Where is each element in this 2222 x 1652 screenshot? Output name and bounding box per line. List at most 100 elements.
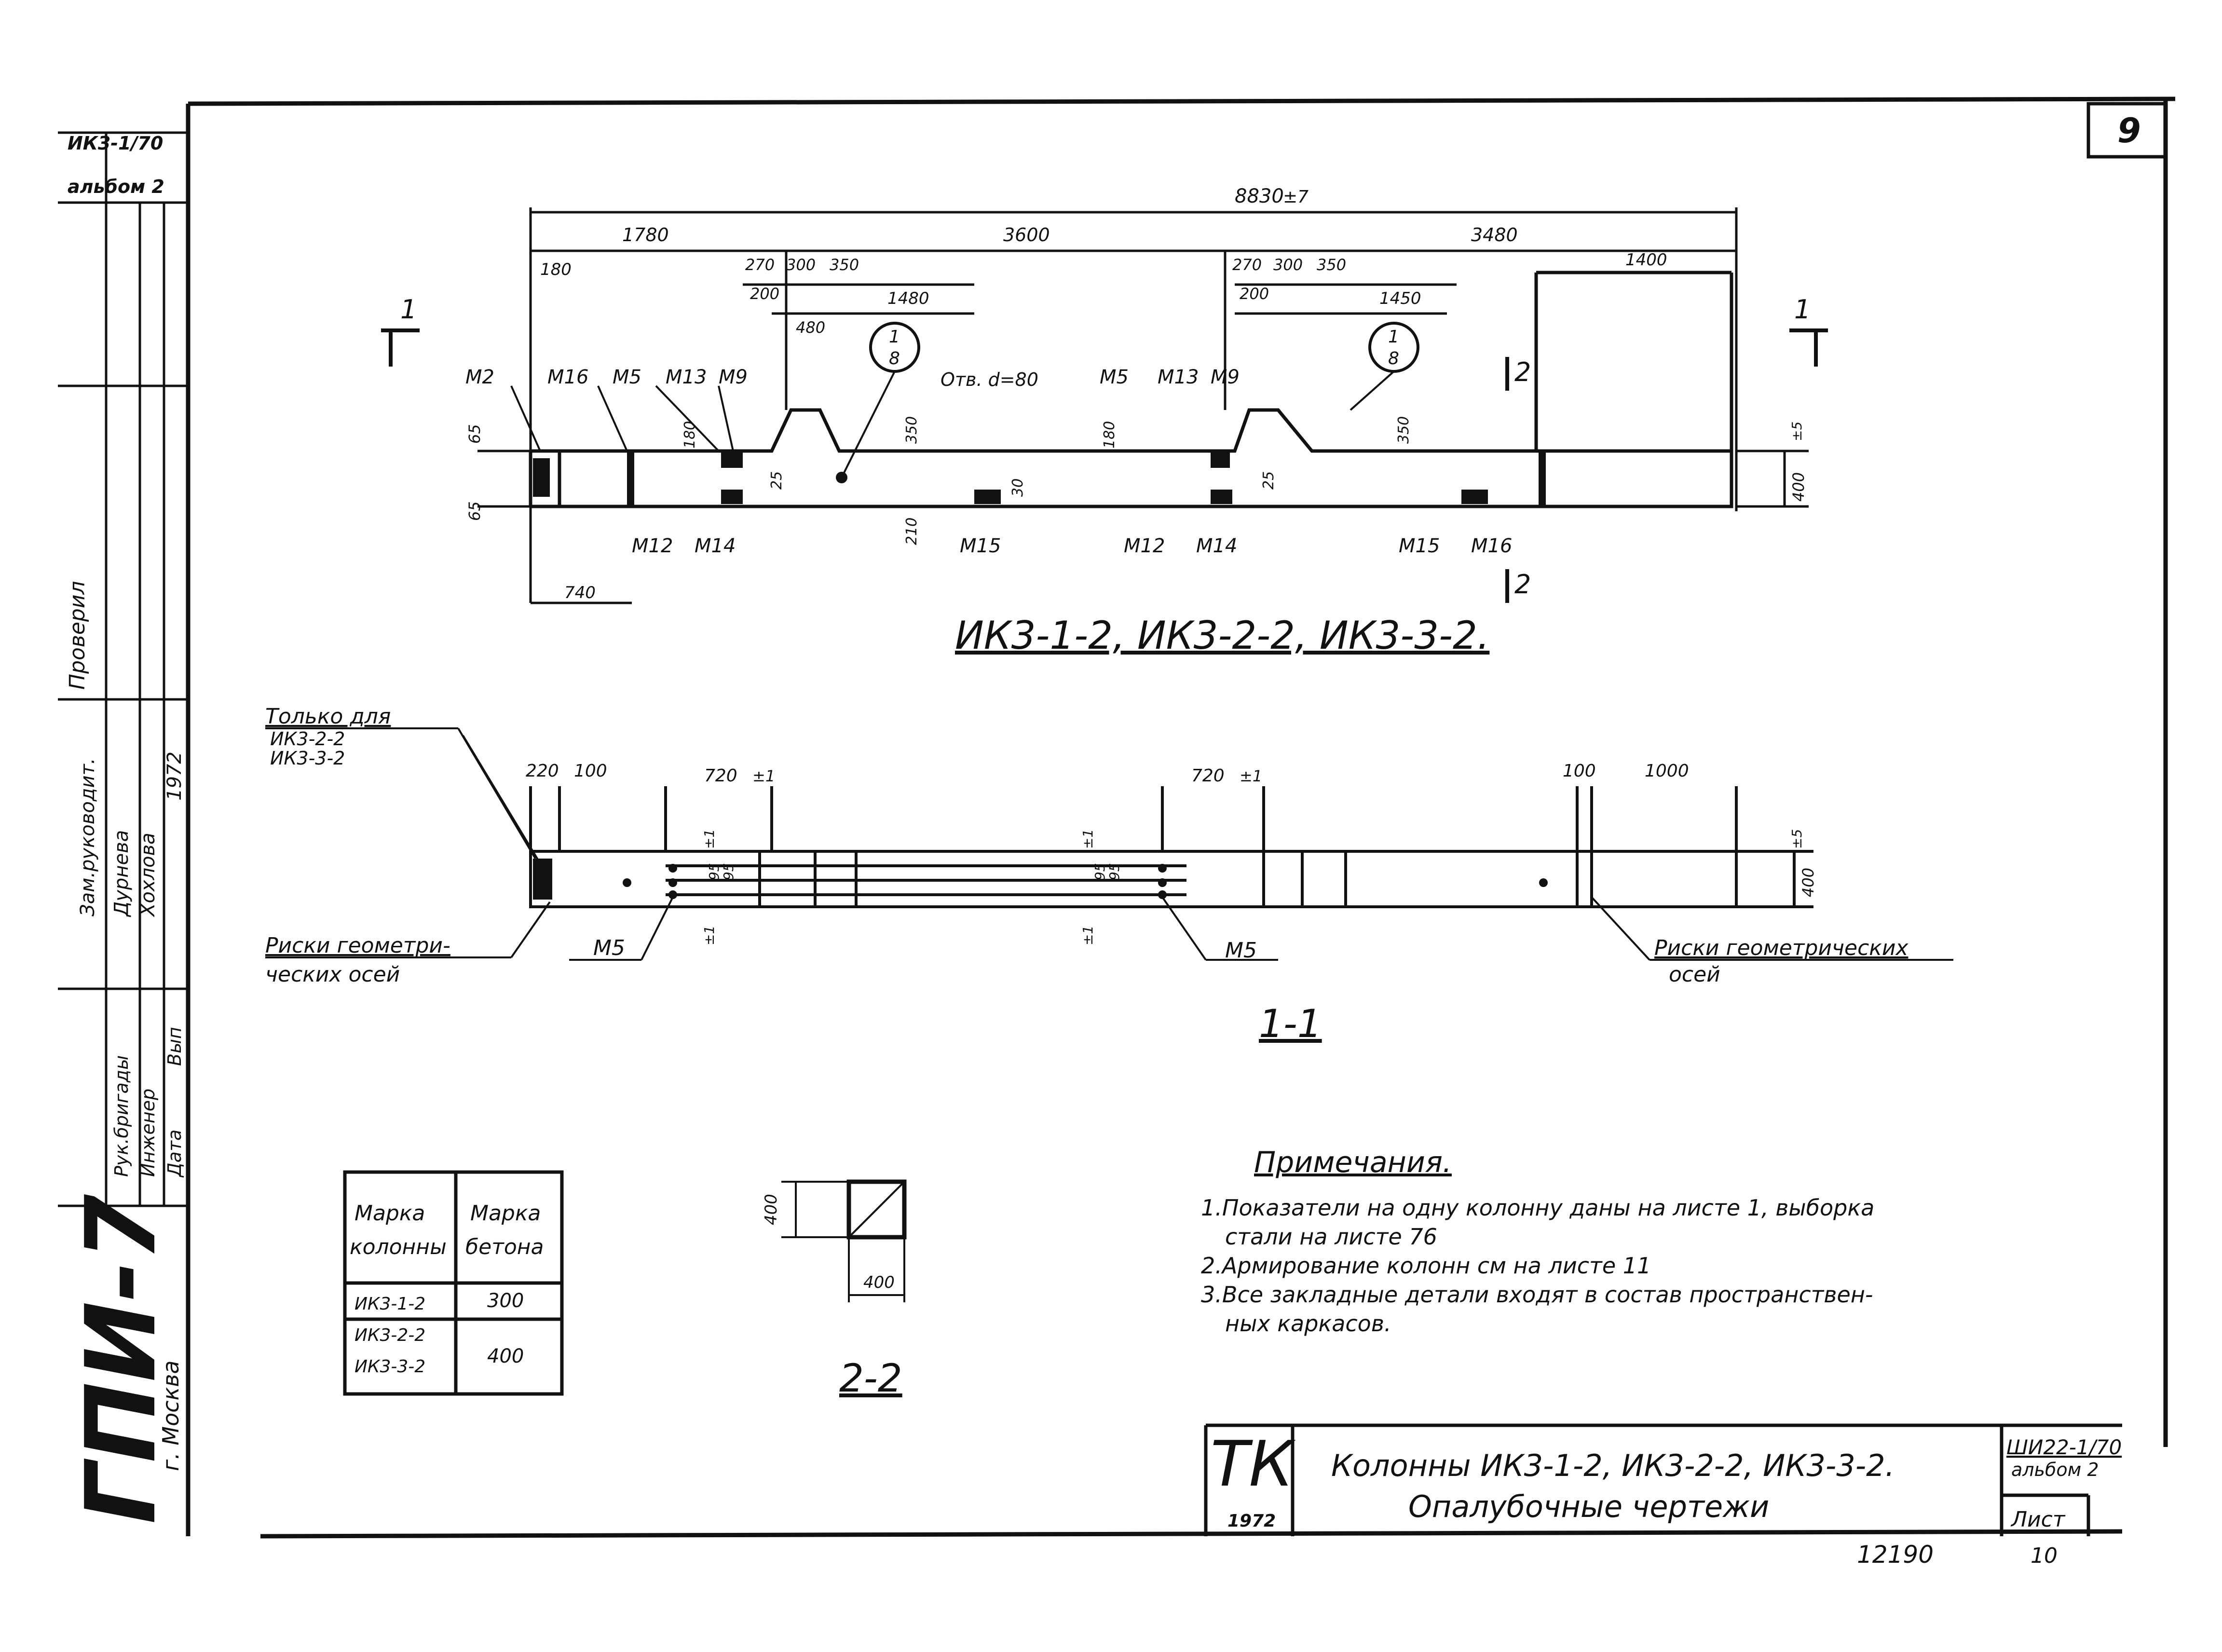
tolerance-right: ±5 [1789, 422, 1805, 441]
s11-dim-100b: 100 [1563, 761, 1596, 781]
geometric-axis-marks [533, 859, 1548, 900]
section-leaders [265, 727, 1953, 961]
section-2-bottom: 2 [1514, 569, 1531, 600]
elevation-view: 8830 ±7 1780 3600 3480 180 270 300 350 2… [381, 185, 1828, 658]
node-ref-num-2: 1 [1388, 327, 1399, 347]
marks-label-left-1: Риски геометри- [265, 933, 450, 958]
title-block-code: ШИ22-1/70 [2006, 1435, 2122, 1459]
side-dim-25a: 25 [768, 471, 785, 490]
side-dim-180b: 180 [1101, 421, 1118, 449]
s11-tol-4: ±1 [701, 926, 717, 945]
table-row-1-concrete: 300 [487, 1290, 524, 1312]
part-label-m14a: М14 [695, 535, 736, 557]
side-label-name-2: Хохлова [137, 833, 159, 917]
section-1-1-title: 1-1 [1259, 1001, 1322, 1046]
part-label-m16b: М16 [1471, 535, 1512, 557]
part-label-m9a: М9 [719, 366, 748, 388]
s11-dim-95d: 95 [1106, 863, 1122, 880]
table-row-1-column: ИК3-1-2 [354, 1294, 425, 1314]
top-dim-300a: 300 [786, 256, 816, 274]
segment-dim-2: 3600 [1003, 224, 1050, 246]
title-block-sheet-value: 10 [2031, 1543, 2058, 1568]
note-line-5: ных каркасов. [1225, 1311, 1391, 1337]
s11-tol-3: ±1 [701, 829, 717, 849]
title-block: ТК 1972 Колонны ИК3-1-2, ИК3-2-2, ИК3-3-… [1204, 1423, 2122, 1569]
part-label-m12b: М12 [1124, 535, 1165, 557]
title-block-line-1: Колонны ИК3-1-2, ИК3-2-2, ИК3-3-2. [1331, 1448, 1895, 1483]
note-line-3: 2.Армирование колонн см на листе 11 [1201, 1253, 1651, 1279]
s11-part-m5a: М5 [593, 936, 625, 960]
side-label-issue: Вып [164, 1027, 185, 1066]
section-1-1: Только для ИК3-2-2 ИК3-3-2 220 100 720 7… [265, 704, 1953, 1046]
table-row-3-column: ИК3-3-2 [354, 1357, 425, 1377]
side-label-team-lead: Рук.бригады [111, 1055, 132, 1177]
note-line-1: 1.Показатели на одну колонну даны на лис… [1201, 1195, 1874, 1221]
sheet-number-box: 9 [2086, 102, 2167, 159]
section-outline [529, 786, 1813, 908]
s11-dim-720a: 720 [704, 766, 737, 786]
part-label-m12a: М12 [632, 535, 673, 557]
overall-dimension: 8830 [1235, 185, 1284, 207]
s11-tol-6: ±1 [1080, 926, 1096, 945]
leader-lines [510, 370, 1395, 478]
top-dim-350a: 350 [830, 256, 859, 274]
marks-label-right-1: Риски геометрических [1654, 936, 1908, 960]
s11-tol-7: ±5 [1789, 829, 1805, 849]
part-label-m5b: М5 [1100, 366, 1129, 388]
part-label-m13a: М13 [666, 366, 707, 388]
marks-label-right-2: осей [1669, 962, 1720, 987]
side-dim-400: 400 [1789, 472, 1808, 502]
side-dim-350a: 350 [903, 416, 920, 444]
side-label-year: 1972 [164, 751, 186, 801]
s11-dim-95a: 95 [706, 863, 722, 880]
segment-dim-3: 3480 [1471, 224, 1518, 246]
part-label-m9b: М9 [1211, 366, 1240, 388]
side-dim-30: 30 [1009, 478, 1026, 497]
section-markers [381, 328, 1828, 603]
sheet-frame [186, 96, 2176, 1539]
side-dim-180a: 180 [682, 421, 698, 449]
s11-dim-95c: 95 [1092, 863, 1108, 880]
stamp-top-line-2: альбом 2 [68, 176, 164, 197]
city-label: г. Москва [158, 1360, 184, 1471]
embedded-plates [533, 451, 1546, 506]
node-ref-sheet-2: 8 [1388, 349, 1399, 369]
side-dim-65b: 65 [465, 501, 484, 521]
side-dim-210: 210 [903, 518, 920, 545]
side-dim-65a: 65 [465, 424, 484, 444]
sheet-number: 9 [2117, 111, 2141, 150]
side-dim-350b: 350 [1395, 416, 1412, 444]
table-row-2-column: ИК3-2-2 [354, 1325, 425, 1345]
title-block-logo: ТК [1211, 1427, 1296, 1501]
s11-dim-1000: 1000 [1645, 761, 1689, 781]
part-label-m16: М16 [547, 366, 588, 388]
note-line-2: стали на листе 76 [1225, 1224, 1437, 1250]
s11-dim-400: 400 [1799, 868, 1817, 897]
marks-label-left-2: ческих осей [265, 962, 400, 987]
only-for-line-1: Только для [265, 704, 391, 729]
part-label-m15a: М15 [960, 535, 1001, 557]
side-label-date: Дата [164, 1130, 185, 1178]
s11-tol-1: ±1 [752, 767, 775, 785]
title-block-year: 1972 [1227, 1511, 1276, 1531]
side-dim-25b: 25 [1260, 471, 1277, 490]
side-label-checked: Проверил [65, 581, 90, 690]
left-stamp-strip [58, 131, 188, 1207]
s11-tol-5: ±1 [1080, 829, 1096, 849]
top-dim-1450: 1450 [1379, 289, 1421, 308]
table-row-2-concrete: 400 [487, 1345, 524, 1367]
side-label-deputy: Зам.руководит. [77, 758, 99, 916]
side-labels: Проверил Зам.руководит. Дурнева Хохлова … [65, 581, 186, 1524]
top-dim-270a: 270 [745, 256, 775, 274]
column-outline [529, 271, 1733, 508]
top-dim-270b: 270 [1232, 256, 1262, 274]
title-block-sheet-label: Лист [2010, 1507, 2066, 1532]
s11-dim-95b: 95 [721, 863, 736, 880]
top-dim-1480: 1480 [887, 289, 929, 308]
dimension-lines [477, 207, 1809, 604]
part-label-m13b: М13 [1158, 366, 1199, 388]
top-dim-350b: 350 [1317, 256, 1346, 274]
